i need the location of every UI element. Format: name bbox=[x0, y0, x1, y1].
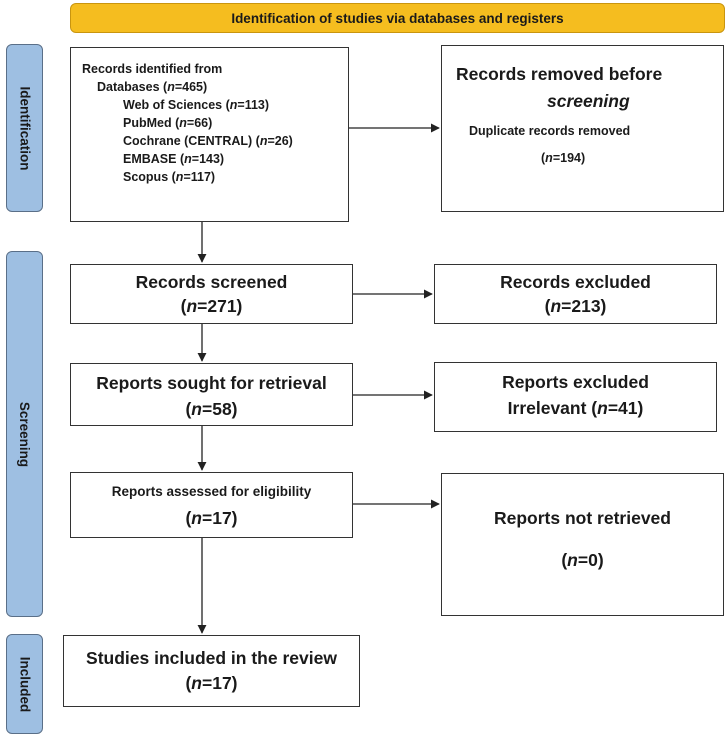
studies-included-box: Studies included in the review (n=17) bbox=[63, 635, 360, 707]
flow-header-title: Identification of studies via databases … bbox=[231, 10, 564, 26]
reports-not-retrieved-box: Reports not retrieved (n=0) bbox=[441, 473, 724, 616]
reports-not-retrieved-title: Reports not retrieved bbox=[494, 508, 671, 528]
reports-assessed-title: Reports assessed for eligibility bbox=[111, 484, 312, 499]
records-screened-count: (n=271) bbox=[180, 296, 243, 316]
databases-line: Databases (n=465) bbox=[97, 80, 208, 94]
reports-excluded-count: Irrelevant (n=41) bbox=[507, 398, 644, 418]
duplicate-records-label: Duplicate records removed bbox=[469, 124, 631, 138]
records-identified-box: Records identified from Databases (n=465… bbox=[70, 47, 349, 222]
records-removed-title: Records removed before bbox=[456, 64, 663, 84]
phase-included: Included bbox=[6, 634, 43, 734]
records-screened-title: Records screened bbox=[135, 272, 288, 292]
reports-assessed-count: (n=17) bbox=[185, 508, 238, 528]
records-excluded-box: Records excluded (n=213) bbox=[434, 264, 717, 324]
studies-included-title: Studies included in the review bbox=[86, 648, 337, 668]
source-cochrane: Cochrane (CENTRAL) (n=26) bbox=[123, 134, 293, 148]
reports-not-retrieved-count: (n=0) bbox=[561, 550, 604, 570]
source-embase: EMBASE (n=143) bbox=[123, 152, 225, 166]
reports-sought-title: Reports sought for retrieval bbox=[96, 373, 327, 393]
flow-header: Identification of studies via databases … bbox=[70, 3, 725, 33]
studies-included-count: (n=17) bbox=[185, 673, 238, 693]
records-excluded-title: Records excluded bbox=[500, 272, 651, 292]
records-excluded-count: (n=213) bbox=[544, 296, 607, 316]
source-scopus: Scopus (n=117) bbox=[123, 170, 216, 184]
source-web-of-sciences: Web of Sciences (n=113) bbox=[123, 98, 270, 112]
reports-assessed-box: Reports assessed for eligibility (n=17) bbox=[70, 472, 353, 538]
reports-excluded-title: Reports excluded bbox=[502, 372, 649, 392]
duplicate-records-count: (n=194) bbox=[541, 151, 586, 165]
reports-sought-box: Reports sought for retrieval (n=58) bbox=[70, 363, 353, 426]
records-screened-box: Records screened (n=271) bbox=[70, 264, 353, 324]
records-removed-screening: screening bbox=[547, 91, 630, 111]
reports-excluded-box: Reports excluded Irrelevant (n=41) bbox=[434, 362, 717, 432]
source-pubmed: PubMed (n=66) bbox=[123, 116, 213, 130]
phase-screening: Screening bbox=[6, 251, 43, 617]
phase-identification: Identification bbox=[6, 44, 43, 212]
reports-sought-count: (n=58) bbox=[185, 399, 238, 419]
records-identified-title: Records identified from bbox=[82, 62, 223, 76]
records-removed-box: Records removed before screening Duplica… bbox=[441, 45, 724, 212]
